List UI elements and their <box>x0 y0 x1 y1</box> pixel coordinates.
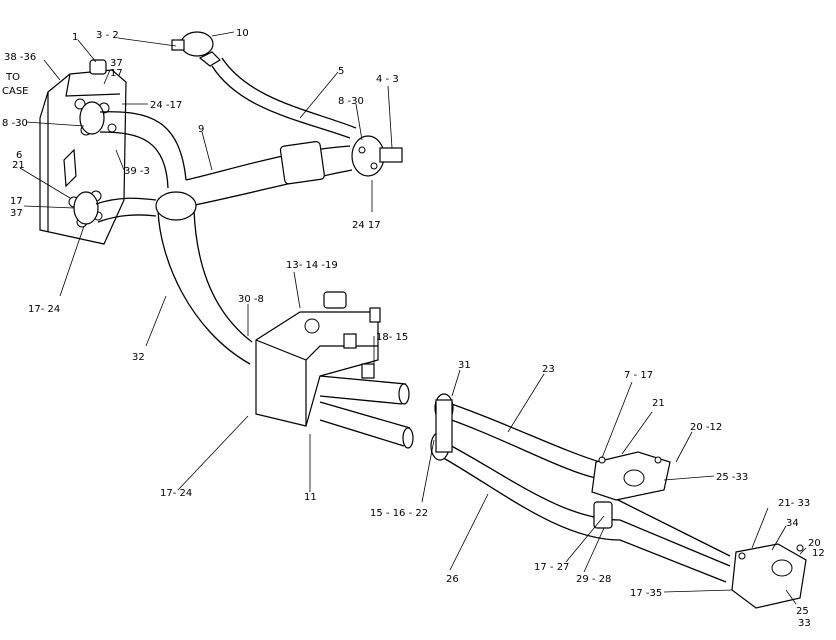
main-valve-block <box>255 291 381 427</box>
callout-17-24-bottom: 17- 24 <box>160 488 192 499</box>
case-label: CASE <box>2 86 29 97</box>
callout-8-30-left: 8 -30 <box>2 118 28 129</box>
callout-10: 10 <box>236 28 249 39</box>
callout-32: 32 <box>132 352 145 363</box>
callout-17-24-left: 17- 24 <box>28 304 60 315</box>
callout-1: 1 <box>72 32 78 43</box>
callout-21-left: 21 <box>12 160 25 171</box>
callout-4-3: 4 - 3 <box>376 74 399 85</box>
breather-cap <box>89 59 107 75</box>
callout-30-8: 30 -8 <box>238 294 264 305</box>
fitting-4-3 <box>351 135 403 177</box>
callout-25-lower: 25 <box>796 606 809 617</box>
callout-5: 5 <box>338 66 344 77</box>
hose-5 <box>211 65 351 139</box>
clamp-29-28 <box>593 501 613 529</box>
callout-17-left: 17 <box>10 196 23 207</box>
to-label: TO <box>5 72 20 83</box>
callout-29-28: 29 - 28 <box>576 574 611 585</box>
callout-9: 9 <box>198 124 204 135</box>
callout-37-left: 37 <box>10 208 23 219</box>
callout-18-15: 18- 15 <box>376 332 408 343</box>
callout-37: 37 <box>110 58 123 69</box>
callout-34: 34 <box>786 518 799 529</box>
callout-21-33: 21- 33 <box>778 498 810 509</box>
callout-31: 31 <box>458 360 471 371</box>
clamp-31 <box>430 393 454 461</box>
callout-17-27: 17 - 27 <box>534 562 569 573</box>
callout-15-16-22: 15 - 16 - 22 <box>370 508 428 519</box>
fitting-block-upper <box>591 451 671 501</box>
callout-7-17: 7 - 17 <box>624 370 653 381</box>
callout-33-lower: 33 <box>798 618 811 629</box>
hose-9 <box>185 145 351 181</box>
callout-6: 6 <box>16 150 22 161</box>
valve-housing-left <box>39 59 127 245</box>
callout-38-36: 38 -36 <box>4 52 36 63</box>
callout-26: 26 <box>446 574 459 585</box>
callout-39-3: 39 -3 <box>124 166 150 177</box>
callout-24-17: 24 -17 <box>150 100 182 111</box>
hose-32 <box>157 209 251 365</box>
callout-17: 17 <box>110 68 123 79</box>
hose-23 <box>439 399 601 463</box>
callout-20-lower: 20 <box>808 538 821 549</box>
callout-20-12: 20 -12 <box>690 422 722 433</box>
callout-12-lower: 12 <box>812 548 825 559</box>
fitting-block-lower <box>731 543 807 609</box>
callout-17-35: 17 -35 <box>630 588 662 599</box>
callout-labels: 1 3 - 2 10 38 -36 37 17 TO CASE 5 4 - 3 … <box>2 28 825 629</box>
leader-lines <box>19 31 807 605</box>
callout-23: 23 <box>542 364 555 375</box>
callout-11: 11 <box>304 492 317 503</box>
callout-13-14-19: 13- 14 -19 <box>286 260 338 271</box>
callout-8-30-right: 8 -30 <box>338 96 364 107</box>
callout-24-17-lower: 24 17 <box>352 220 381 231</box>
callout-3-2: 3 - 2 <box>96 30 119 41</box>
top-fitting <box>171 31 221 67</box>
callout-21-right: 21 <box>652 398 665 409</box>
callout-25-33: 25 -33 <box>716 472 748 483</box>
